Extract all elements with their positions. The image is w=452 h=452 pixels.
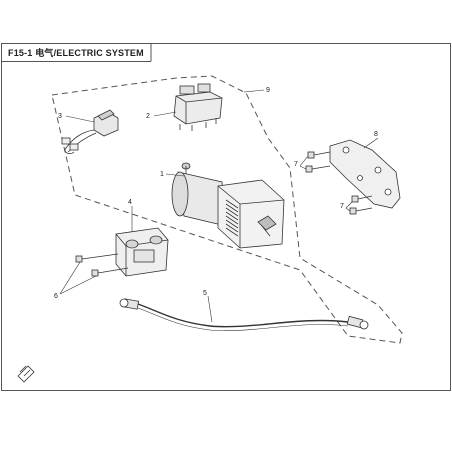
callout-6: 6	[54, 293, 58, 300]
diagram-title: F15-1 电气/ELECTRIC SYSTEM	[8, 48, 144, 58]
callout-7-lower: 7	[340, 203, 344, 210]
bolt-set-lower	[349, 195, 373, 215]
winch-part	[171, 162, 285, 249]
assembly-boundary-dashed	[51, 75, 403, 344]
callout-7-upper: 7	[294, 161, 298, 168]
callout-1: 1	[160, 171, 164, 178]
callout-8: 8	[374, 131, 378, 138]
relay-part	[173, 83, 223, 131]
mounting-plate-part	[329, 139, 401, 209]
callout-4: 4	[128, 199, 132, 206]
switch-part	[61, 109, 119, 155]
front-direction-icon	[17, 365, 35, 383]
leader-lines	[59, 89, 379, 323]
outer-frame	[1, 43, 451, 391]
fairlead-part	[115, 227, 169, 277]
cable-part	[119, 298, 369, 331]
winch-drum-coil	[225, 199, 239, 237]
callout-2: 2	[146, 113, 150, 120]
fairlead-bolts	[75, 253, 129, 277]
bolt-set-upper	[305, 151, 331, 173]
callout-3: 3	[58, 113, 62, 120]
callout-5: 5	[203, 290, 207, 297]
callout-9: 9	[266, 87, 270, 94]
